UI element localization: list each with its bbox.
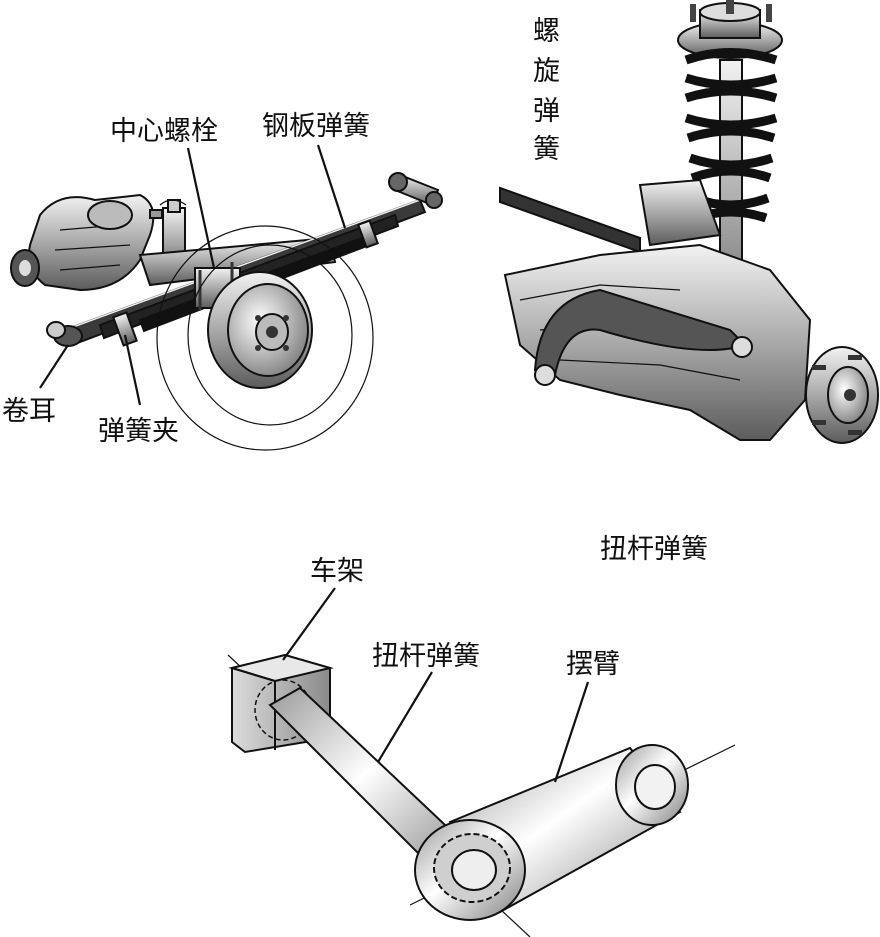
center-bolt-leader [186, 147, 216, 269]
torsion-bar-leader [377, 671, 433, 763]
stabilizer-bar [499, 186, 641, 254]
coil-spring-diagram: 螺 旋 弹 簧 [499, 0, 879, 444]
leaf-spring-leader [316, 144, 347, 229]
leaf-spring-diagram: 中心螺栓 钢板弹簧 卷耳 弹簧夹 [2, 111, 443, 451]
spring-clips [112, 219, 380, 347]
swing-arm [414, 744, 689, 921]
differential-housing [10, 193, 155, 292]
coil-spring-label-char-1: 螺 [533, 16, 560, 47]
leaf-spring-label: 钢板弹簧 [262, 111, 370, 142]
frame-leader [282, 587, 336, 661]
spring-eye [46, 321, 83, 347]
spring-clip-label: 弹簧夹 [98, 416, 179, 447]
spring-clip-leader [123, 334, 142, 406]
swing-arm-leader [553, 681, 590, 783]
coil-spring-label-char-4: 簧 [533, 134, 560, 165]
frame-label: 车架 [310, 556, 364, 587]
torsion-bar-diagram: 扭杆弹簧 车架 扭杆弹簧 摆臂 [227, 534, 736, 937]
spring-eye-leader [39, 344, 69, 389]
coil-spring-label-char-2: 旋 [533, 56, 560, 87]
wheel-hub [805, 346, 879, 444]
top-mount [677, 0, 783, 59]
torsion-bar-caption: 扭杆弹簧 [600, 534, 708, 565]
center-bolt-label: 中心螺栓 [110, 116, 218, 147]
strut-lower-mount [638, 178, 722, 247]
torsion-bar-label: 扭杆弹簧 [372, 641, 480, 672]
brake-drum [207, 271, 313, 389]
coil-spring-label-char-3: 弹 [533, 96, 560, 127]
spring-eye-label: 卷耳 [2, 396, 56, 427]
control-arm [533, 288, 747, 377]
coil-spring-label: 螺 旋 弹 簧 [533, 16, 560, 165]
swing-arm-label: 摆臂 [566, 649, 620, 680]
rear-shackle [388, 172, 443, 209]
